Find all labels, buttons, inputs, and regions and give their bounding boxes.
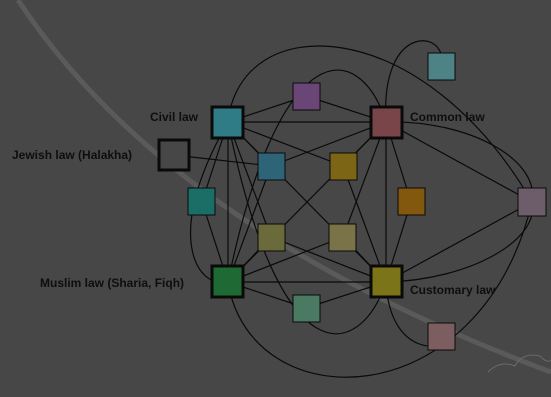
hybrid-box-purple — [292, 82, 321, 111]
customary-law-box — [369, 264, 404, 299]
hybrid-box-amber — [329, 152, 358, 181]
line-muslim-blue — [227, 165, 272, 283]
map-sketch — [487, 354, 551, 373]
hybrid-box-teal-top — [427, 52, 456, 81]
line-common-olive-right — [342, 121, 387, 238]
line-civil-amber — [227, 121, 344, 167]
muslim-law-box — [210, 264, 245, 299]
common-law-box — [369, 105, 404, 140]
connector-lines — [173, 40, 534, 378]
civil-law-box — [210, 105, 245, 140]
outer-ellipse-top — [227, 45, 533, 203]
line-civil-customary — [227, 121, 387, 283]
muslim-law-label: Muslim law (Sharia, Fiqh) — [40, 276, 184, 290]
outer-loop-civil-customary — [227, 121, 387, 335]
line-civil-olive-left — [227, 121, 272, 238]
line-customary-mauve — [385, 201, 533, 283]
customary-law-label: Customary law — [410, 283, 496, 297]
hybrid-box-olive-left — [257, 223, 286, 252]
hybrid-box-teal-left — [187, 187, 216, 216]
civil-law-label: Civil law — [150, 110, 199, 124]
common-law-label: Common law — [410, 110, 485, 124]
hybrid-box-blue — [257, 152, 286, 181]
outer-ellipse-bottom — [227, 201, 533, 378]
outer-ellipse-right — [385, 121, 534, 203]
hybrid-box-pink — [427, 322, 456, 351]
jewish-law-box — [157, 138, 191, 172]
hybrid-box-orange — [397, 187, 426, 216]
line-customary-olive-left — [270, 236, 387, 283]
line-common-blue — [270, 121, 387, 167]
background-arc — [15, 0, 551, 375]
hybrid-box-olive-right — [328, 223, 357, 252]
line-muslim-olive-right — [227, 236, 344, 283]
hybrid-box-green — [292, 294, 321, 323]
outer-loop-muslim-common — [227, 69, 387, 283]
line-customary-amber — [342, 165, 387, 283]
line-common-mauve — [385, 121, 533, 203]
hybrid-box-mauve — [517, 187, 547, 217]
jewish-law-label: Jewish law (Halakha) — [12, 148, 132, 162]
